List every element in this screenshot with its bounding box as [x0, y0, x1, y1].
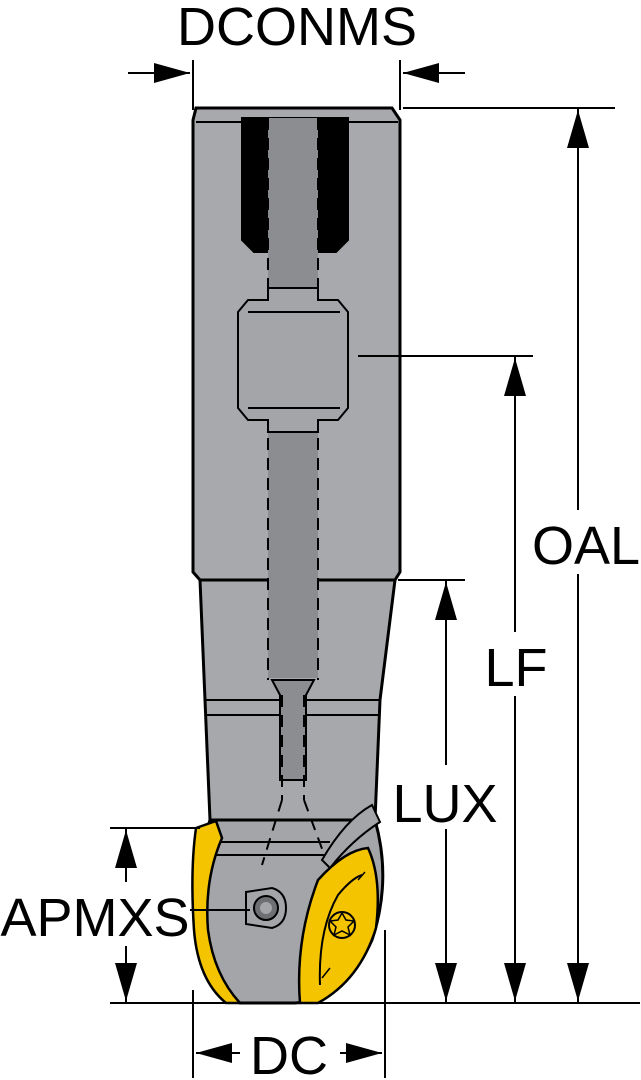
dim-dc: DC	[192, 930, 386, 1080]
label-apmxs: APMXS	[0, 888, 189, 948]
dim-dconms: DCONMS	[128, 0, 465, 110]
dim-oal: OAL	[403, 107, 640, 1003]
dim-apmxs: APMXS	[0, 827, 640, 1004]
label-dconms: DCONMS	[177, 0, 417, 57]
coolant-outlet	[245, 886, 288, 930]
dim-lux: LUX	[390, 579, 500, 1003]
coolant-channel	[237, 117, 349, 866]
coolant-nut	[237, 287, 349, 433]
label-lux: LUX	[392, 774, 497, 834]
dim-lf: LF	[358, 355, 550, 1003]
torx-screw	[328, 911, 356, 939]
insert-right	[297, 803, 382, 1005]
label-dc: DC	[250, 1026, 328, 1080]
label-oal: OAL	[532, 516, 640, 576]
label-lf: LF	[484, 638, 547, 698]
